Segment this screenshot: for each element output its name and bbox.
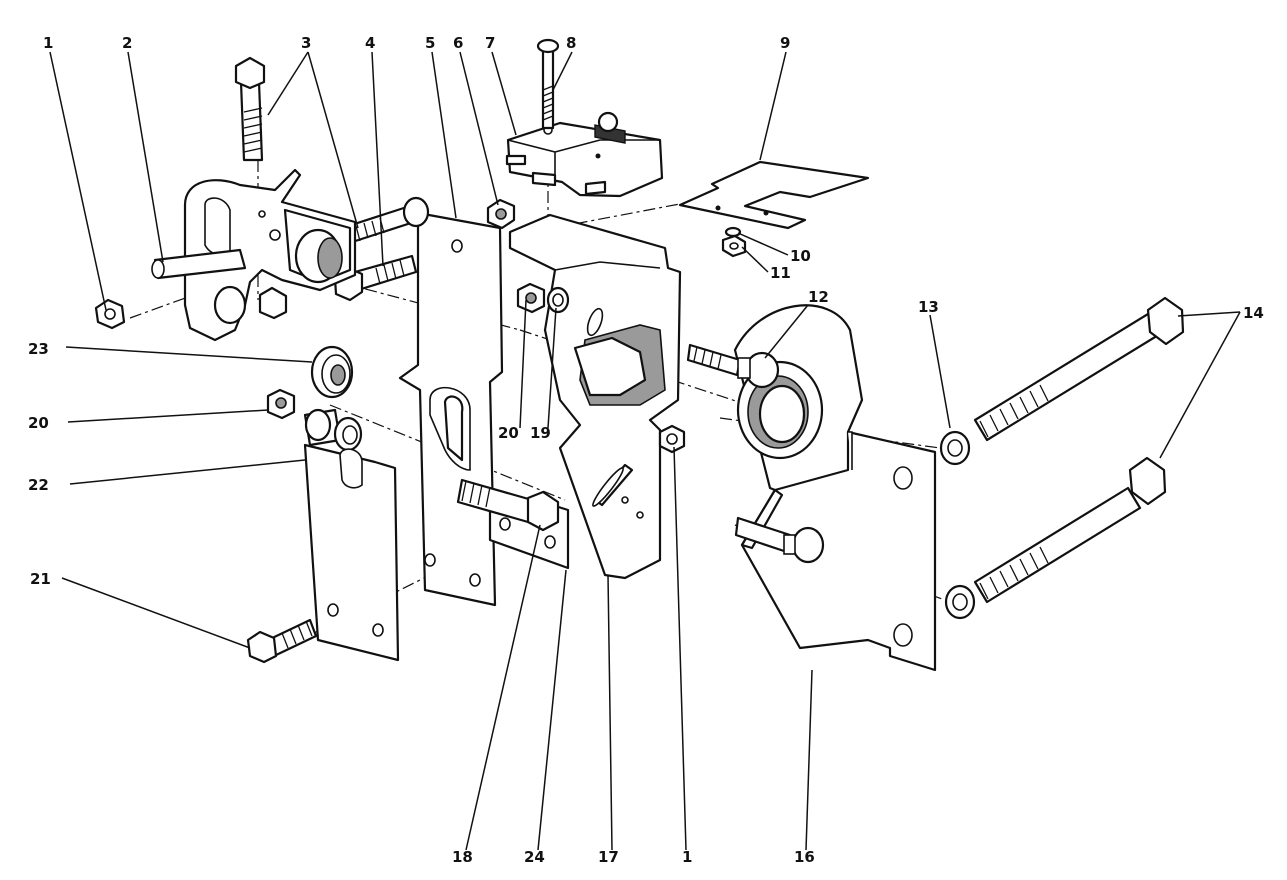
bearing-23 bbox=[310, 345, 354, 399]
callout-13: 13 bbox=[918, 298, 939, 316]
callout-2: 2 bbox=[122, 34, 132, 52]
long-bolt-14-upper bbox=[939, 296, 1185, 466]
callout-6: 6 bbox=[453, 34, 463, 52]
long-bolt-14-lower bbox=[944, 456, 1167, 620]
callout-7: 7 bbox=[485, 34, 495, 52]
washer-10 bbox=[724, 226, 742, 238]
callout-14: 14 bbox=[1243, 304, 1264, 322]
callout-4: 4 bbox=[365, 34, 375, 52]
callout-12: 12 bbox=[808, 288, 829, 306]
callout-20-left: 20 bbox=[28, 414, 49, 432]
washer-19 bbox=[546, 286, 570, 314]
callout-labels: 1 2 3 4 5 6 7 8 9 10 11 12 13 14 23 20 2… bbox=[28, 34, 1264, 866]
carriage-bolt-12 bbox=[686, 343, 780, 389]
callout-3: 3 bbox=[301, 34, 311, 52]
callout-8: 8 bbox=[566, 34, 576, 52]
callout-21: 21 bbox=[30, 570, 51, 588]
callout-10: 10 bbox=[790, 247, 811, 265]
callout-20-center: 20 bbox=[498, 424, 519, 442]
pivot-bracket-2 bbox=[151, 168, 357, 342]
bolt-21 bbox=[246, 618, 318, 664]
switch-block-7 bbox=[505, 111, 664, 198]
bolt-3-vertical bbox=[234, 56, 266, 162]
callout-5: 5 bbox=[425, 34, 435, 52]
callout-24: 24 bbox=[524, 848, 545, 866]
callout-22: 22 bbox=[28, 476, 49, 494]
callout-18: 18 bbox=[452, 848, 473, 866]
callout-9: 9 bbox=[780, 34, 790, 52]
callout-19: 19 bbox=[530, 424, 551, 442]
nut-20-left bbox=[266, 388, 296, 420]
spacer-sleeve bbox=[303, 408, 363, 452]
screw-8 bbox=[536, 38, 560, 130]
nut-1-left bbox=[94, 298, 126, 330]
plate-22 bbox=[303, 443, 400, 662]
nut-20-upper bbox=[516, 282, 546, 314]
bolt-18 bbox=[456, 478, 560, 532]
carriage-bolt-lower bbox=[734, 516, 825, 564]
callout-11: 11 bbox=[770, 264, 791, 282]
callout-17: 17 bbox=[598, 848, 619, 866]
leader-lines bbox=[49, 51, 1241, 851]
callout-23: 23 bbox=[28, 340, 49, 358]
mounting-bracket-16 bbox=[733, 304, 937, 672]
callout-1-bottom: 1 bbox=[682, 848, 692, 866]
nut-1-center bbox=[658, 424, 686, 454]
cover-plate-9 bbox=[678, 160, 870, 230]
nut-11 bbox=[721, 234, 747, 258]
callout-1-left: 1 bbox=[43, 34, 53, 52]
callout-16: 16 bbox=[794, 848, 815, 866]
nut-6 bbox=[486, 198, 516, 230]
